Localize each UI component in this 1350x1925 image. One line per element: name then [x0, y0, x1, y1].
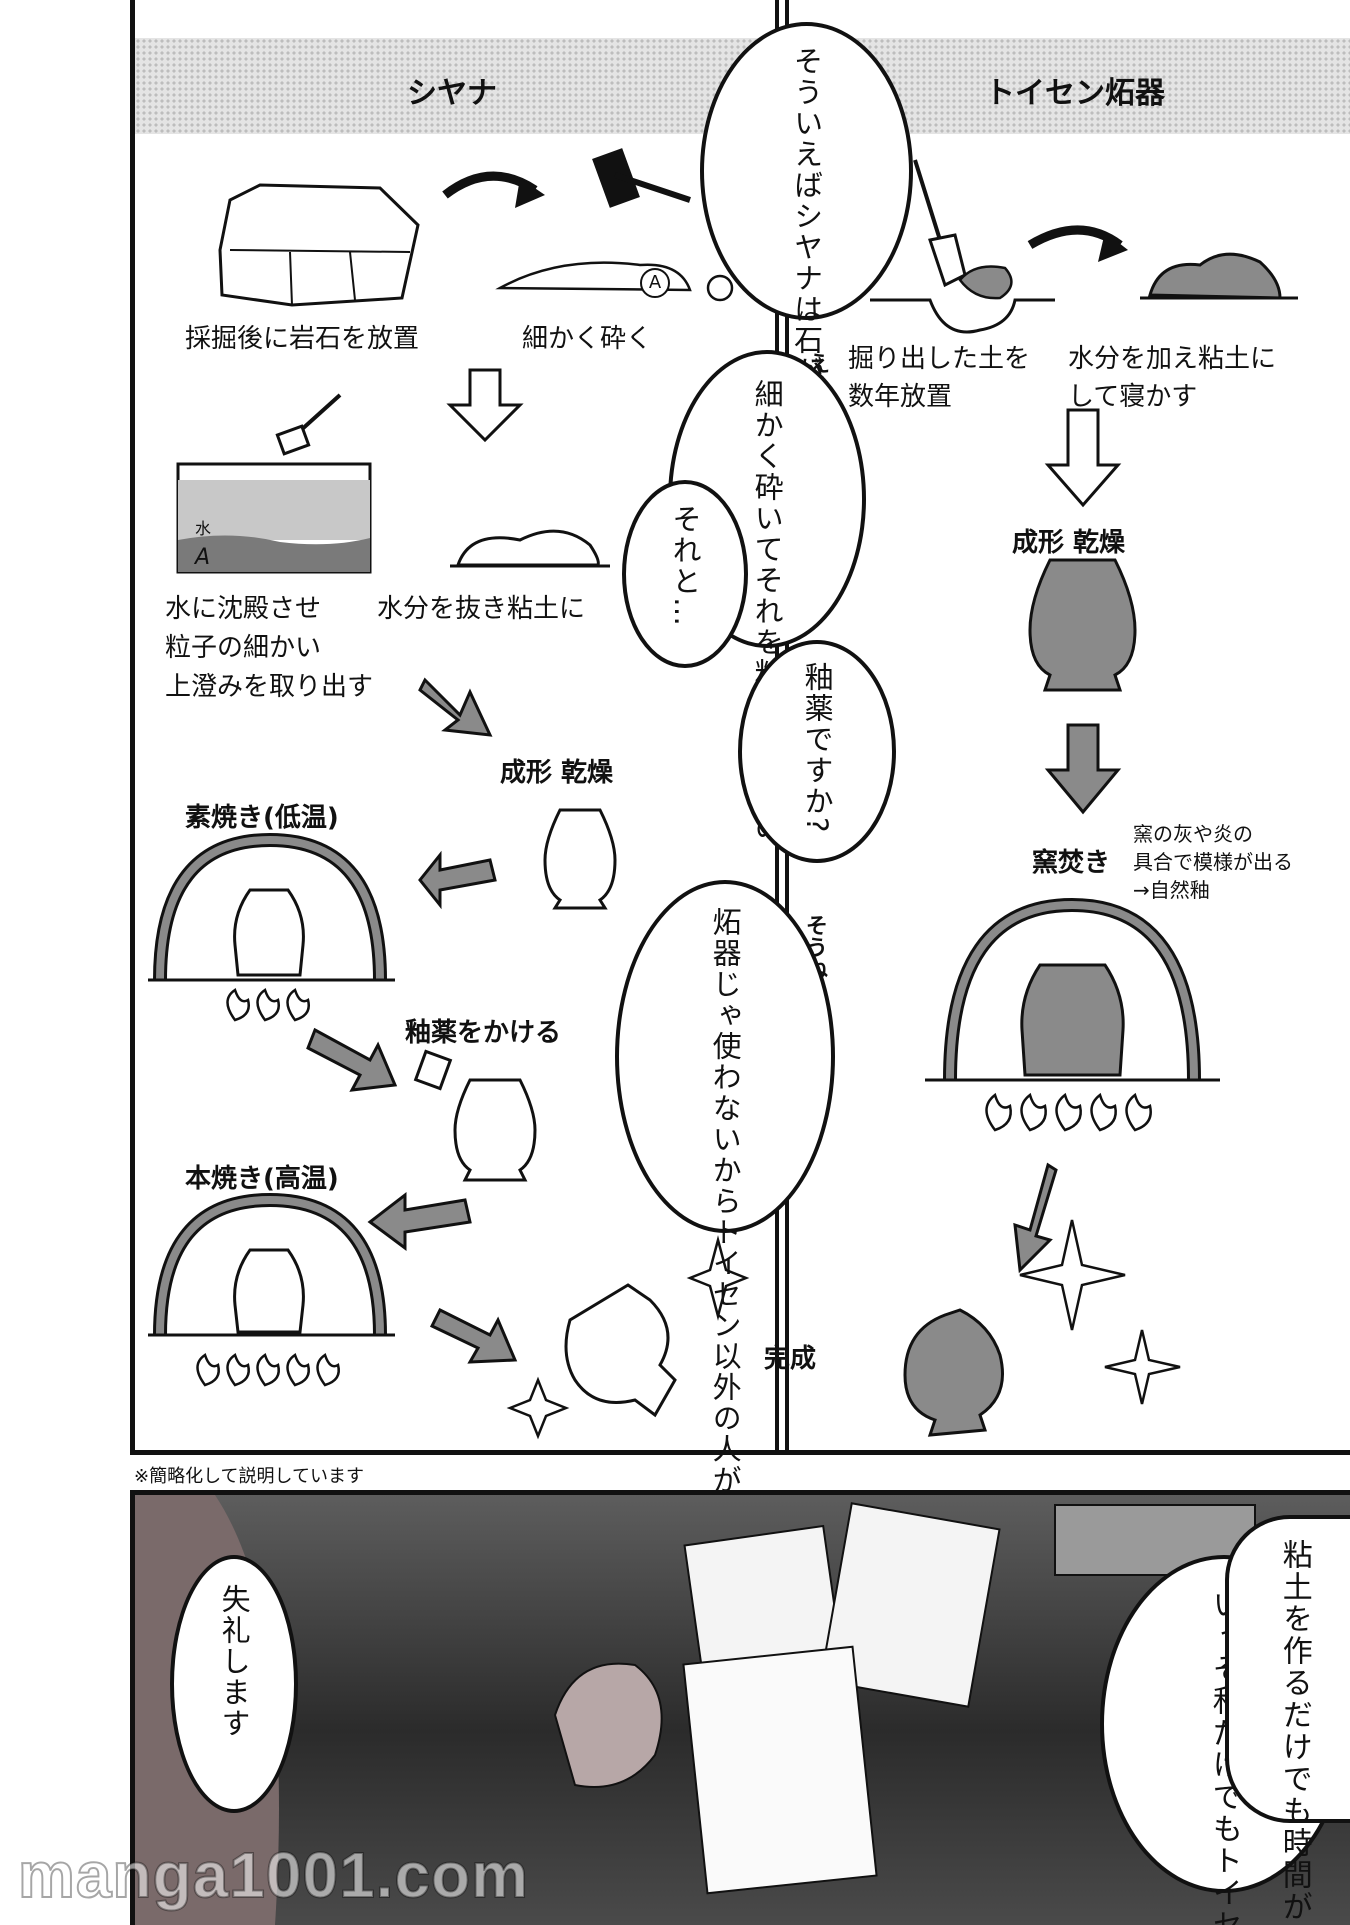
- sparkle-icon: [686, 1235, 750, 1321]
- sparkle-icon: [1104, 1329, 1181, 1405]
- step-label: 釉薬をかける: [405, 1018, 562, 1048]
- speech-text: 細かく砕いてそれを粘土にするの: [750, 379, 785, 844]
- gray-arrow-icon: [1044, 723, 1122, 815]
- water-label: 水: [195, 519, 212, 538]
- clay-lump-icon: [455, 529, 600, 567]
- speech-bubble: そういえばシヤナは石が原料でしたな: [700, 22, 913, 573]
- left-column-title: シヤナ: [407, 76, 497, 111]
- step-label: 水分を加え粘土に: [1068, 344, 1277, 374]
- speech-text: 炻器じゃ使わないからトイセン以外の人が必要なのよ: [707, 907, 743, 1651]
- step-label: 窯焚き: [1032, 848, 1111, 878]
- step-label: 水に沈殿させ: [165, 594, 322, 624]
- kiln-note: 具合で模様が出る: [1133, 850, 1293, 874]
- speech-text: 釉薬ですか?: [800, 661, 835, 834]
- finished-vase-icon: [903, 1308, 1004, 1437]
- speech-text: そういえばシヤナは石が原料でしたな: [789, 46, 824, 573]
- sparkle-icon: [506, 1376, 570, 1440]
- step-label: して寝かす: [1068, 382, 1198, 412]
- gray-arrow-icon: [367, 1191, 472, 1251]
- gray-arrow-icon: [418, 850, 497, 910]
- rock-icon: [218, 183, 420, 307]
- vase-icon: [1028, 558, 1137, 692]
- speech-bubble: 炻器じゃ使わないからトイセン以外の人が必要なのよ: [615, 880, 835, 1651]
- down-arrow-icon: [1044, 408, 1122, 508]
- speech-text: 粘土を作るだけでも時間がかかるから: [1276, 1539, 1312, 1925]
- step-label: 粒子の細かい: [165, 633, 322, 663]
- step-label: 細かく砕く: [522, 324, 653, 354]
- down-arrow-icon: [446, 368, 524, 443]
- diagram-illustrations: [148, 148, 1298, 1440]
- step-label: 数年放置: [848, 382, 953, 412]
- step-label: 素焼き(低温): [185, 803, 339, 833]
- glaze-vase-icon: [453, 1078, 537, 1182]
- gray-arrow-icon: [429, 1307, 518, 1364]
- scene-panel: 失礼します いっそ私だけでもトイセンに滞在したいんだけど… 粘土を作るだけでも時…: [130, 1490, 1350, 1925]
- page-gutter: [0, 0, 128, 1920]
- speech-bubble: それと…: [622, 480, 748, 668]
- shovel-icon: [913, 159, 942, 241]
- sparkle-icon: [1019, 1219, 1126, 1331]
- step-label: 採掘後に岩石を放置: [185, 324, 420, 354]
- left-header-band: [135, 38, 775, 134]
- speech-bubble: 失礼します: [170, 1555, 298, 1813]
- speech-bubble: 粘土を作るだけでも時間がかかるから: [1225, 1515, 1350, 1925]
- step-label: 成形 乾燥: [1012, 528, 1126, 558]
- finished-vase-icon: [564, 1283, 677, 1418]
- dirt-pit-icon: [870, 298, 1055, 334]
- flame-icons: [226, 988, 310, 1022]
- complete-label: 完成: [764, 1344, 817, 1374]
- step-label: 成形 乾燥: [500, 758, 614, 788]
- gray-arrow-icon: [1013, 1162, 1058, 1274]
- step-label: 本焼き(高温): [185, 1164, 339, 1194]
- vase-icon: [543, 808, 617, 910]
- right-column-title: トイセン炻器: [985, 76, 1165, 111]
- flame-icons: [985, 1092, 1152, 1132]
- kiln-note: →自然釉: [1133, 878, 1210, 902]
- step-label: 掘り出した土を: [848, 344, 1031, 374]
- marker-a-label: A: [195, 545, 211, 570]
- step-label: 水分を抜き粘土に: [377, 594, 586, 624]
- step-label: 上澄みを取り出す: [165, 672, 374, 702]
- speech-text: 失礼します: [217, 1584, 252, 1739]
- flame-icons: [196, 1353, 340, 1387]
- speech-text: それと…: [668, 504, 703, 628]
- gray-arrow-icon: [306, 1027, 398, 1092]
- marker-a-badge: A: [640, 268, 670, 298]
- kiln-note: 窯の灰や炎の: [1133, 822, 1253, 846]
- clay-lump-icon: [1148, 252, 1282, 300]
- speech-bubble: 釉薬ですか?: [738, 640, 896, 863]
- footnote: ※簡略化して説明しています: [134, 1466, 365, 1487]
- gray-arrow-icon: [418, 677, 493, 737]
- watermark: manga1001.com: [17, 1838, 530, 1912]
